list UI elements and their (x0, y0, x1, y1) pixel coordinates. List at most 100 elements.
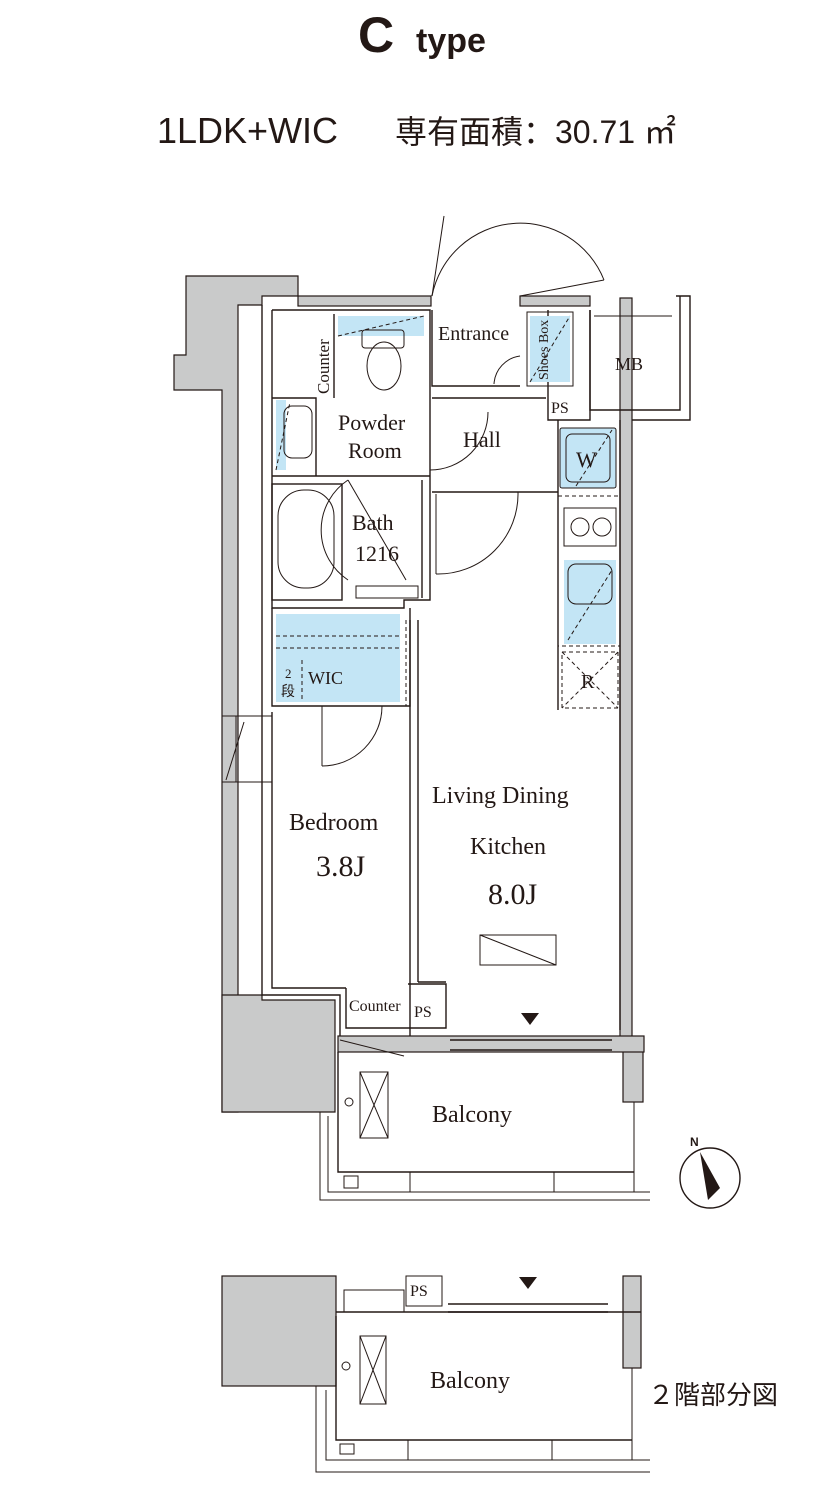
bath-door-leaf (347, 479, 407, 581)
shoes-box-hatch (529, 315, 571, 383)
powder-inner (272, 397, 317, 476)
stove-burner-1 (570, 517, 590, 537)
fridge-label: R (581, 671, 595, 693)
kitchen-counter (557, 495, 621, 647)
powder-sink-area (276, 400, 286, 470)
powder-label-1: Powder (338, 410, 406, 435)
bath-door-swing (320, 479, 349, 581)
bedroom-window-slide (225, 721, 245, 781)
fridge-x-2 (561, 651, 619, 709)
hall-label: Hall (463, 427, 501, 452)
counter-bottom-label: Counter (349, 998, 401, 1015)
fridge-x-1 (561, 651, 619, 709)
bedroom-box (271, 712, 346, 989)
shoes-door-swing (493, 355, 521, 385)
balcony-entry-marker (521, 1013, 539, 1025)
entrance-door-leaf-a (431, 215, 445, 297)
hall-door-swing (435, 491, 519, 575)
2f-caption: ２階部分図 (648, 1380, 778, 1410)
powder-label-2: Room (348, 438, 402, 463)
entrance-box (431, 310, 520, 387)
floor-heating-symbol (479, 934, 557, 966)
bedroom-window-frame (221, 715, 273, 783)
outer-interior-outline (261, 305, 341, 1036)
bottom-counter-box (345, 988, 408, 1029)
balcony-drain (343, 1175, 359, 1189)
2f-entry-marker (519, 1277, 537, 1289)
entrance-label: Entrance (438, 323, 509, 345)
2f-hatch-x2 (359, 1335, 387, 1405)
ldk-label-1: Living Dining (432, 783, 569, 809)
balcony-outline (337, 1052, 634, 1173)
bath-shelf (355, 585, 419, 599)
bath-label-1: Bath (352, 510, 394, 535)
washer-label: W (576, 447, 597, 472)
bedroom-label: Bedroom (289, 810, 379, 836)
powder-sink (283, 405, 313, 459)
right-wall-strip (619, 297, 633, 1039)
bottom-ps-box (408, 983, 447, 1029)
2f-left-wall (221, 1275, 337, 1387)
washer-frame (559, 427, 617, 489)
kitchen-sink-fill (564, 560, 616, 644)
counter-slant (339, 1039, 405, 1057)
bedroom-door-swing (321, 705, 383, 767)
wic-shelf-unit: 段 (281, 684, 295, 700)
bottom-left-column (221, 994, 336, 1113)
balcony-outer-rail (319, 1112, 650, 1201)
2f-drain (339, 1443, 355, 1455)
entrance-door-swing (431, 222, 605, 297)
bathtub (277, 489, 335, 589)
layout-label: 1LDK+WIC (157, 110, 338, 151)
stove-burner-2 (592, 517, 612, 537)
evacuation-hatch (359, 1071, 389, 1139)
counter-powder-label: Counter (314, 339, 333, 394)
top-wall-strip-right (519, 295, 591, 307)
ps-top-label: PS (551, 400, 569, 417)
top-wall-strip (297, 295, 432, 307)
2f-balcony-rail (315, 1386, 650, 1473)
bathtub-frame (271, 483, 343, 601)
entrance-door-leaf-b (519, 279, 605, 297)
mb-label: MB (615, 354, 643, 374)
toilet-bowl (366, 341, 402, 391)
area-label: 専有面積：30.71 ㎡ (395, 114, 676, 150)
balcony-label: Balcony (432, 1102, 512, 1128)
mb-box (589, 296, 681, 411)
evacuation-hatch-x2 (359, 1071, 389, 1139)
2f-balcony-rail-2 (325, 1390, 650, 1461)
balcony-outer-rail-2 (327, 1116, 650, 1193)
bedroom-size: 3.8J (316, 850, 366, 883)
kitchen-sink (567, 563, 613, 605)
wic-shelf-count: 2 (285, 666, 292, 681)
compass-north-label: N (690, 1135, 699, 1149)
wic-label: WIC (308, 668, 343, 688)
2f-balcony-label: Balcony (430, 1368, 510, 1394)
mb-outer (632, 295, 691, 421)
ldk-label-2: Kitchen (470, 834, 546, 860)
toilet-tank-hatch (337, 315, 425, 337)
washer-inner (565, 433, 611, 483)
2f-counter (343, 1289, 405, 1313)
compass-ring (679, 1147, 741, 1209)
floor-heating-diagonal (479, 934, 557, 966)
2f-balcony-outline (335, 1316, 632, 1441)
type-word: type (416, 22, 486, 60)
ldk-size: 8.0J (488, 878, 538, 911)
2f-right-post (622, 1275, 642, 1369)
2f-evacuation-hatch (359, 1335, 387, 1405)
powder-door-swing (429, 411, 489, 471)
2f-faucet (341, 1361, 351, 1371)
2f-ps-box (405, 1275, 443, 1307)
powder-sink-hatch (275, 401, 291, 471)
shoes-box-label: Shoes Box (537, 320, 552, 380)
wic-shelf (276, 614, 400, 702)
shoes-box-frame (526, 311, 574, 387)
balcony-faucet (344, 1097, 354, 1107)
ps-bottom-label: PS (414, 1004, 432, 1021)
bath-label-2: 1216 (355, 541, 399, 566)
type-letter: C (358, 7, 394, 63)
compass-needle (700, 1152, 720, 1200)
fridge-space (561, 651, 619, 709)
